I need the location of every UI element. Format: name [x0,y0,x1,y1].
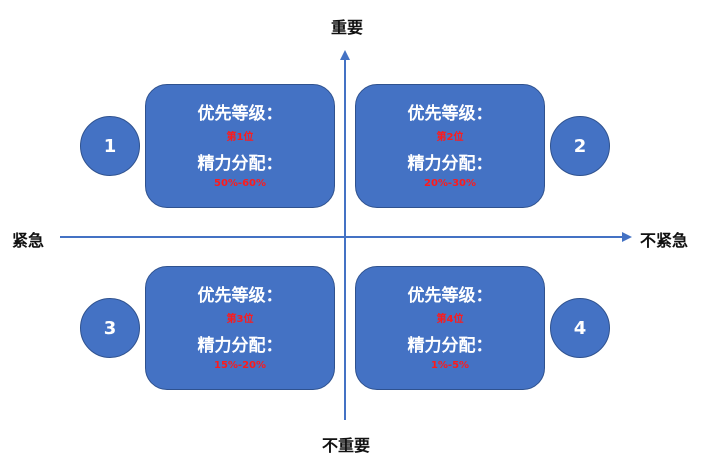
allocation-label: 精力分配： [407,154,493,174]
quadrant-3-badge: 3 [80,298,140,358]
quadrant-2-badge: 2 [550,116,610,176]
quadrant-4-box: 优先等级： 第4位 精力分配： 1%-5% [355,266,545,390]
quadrant-1-box: 优先等级： 第1位 精力分配： 50%-60% [145,84,335,208]
allocation-label: 精力分配： [197,336,283,356]
axis-label-not-urgent: 不紧急 [640,231,689,250]
priority-label: 优先等级： [197,104,283,124]
allocation-value: 50%-60% [213,178,267,189]
priority-value: 第2位 [436,132,464,143]
axis-label-not-important: 不重要 [322,436,371,455]
quadrant-1-badge: 1 [80,116,140,176]
allocation-label: 精力分配： [407,336,493,356]
quadrant-4-badge: 4 [550,298,610,358]
priority-value: 第4位 [436,314,464,325]
allocation-label: 精力分配： [197,154,283,174]
priority-label: 优先等级： [407,286,493,306]
priority-value: 第1位 [226,132,254,143]
allocation-value: 20%-30% [423,178,477,189]
quadrant-3-box: 优先等级： 第3位 精力分配： 15%-20% [145,266,335,390]
priority-value: 第3位 [226,314,254,325]
quadrant-2-box: 优先等级： 第2位 精力分配： 20%-30% [355,84,545,208]
axis-label-urgent: 紧急 [12,231,45,250]
allocation-value: 15%-20% [213,360,267,371]
allocation-value: 1%-5% [430,360,470,371]
axis-label-important: 重要 [331,18,364,37]
priority-label: 优先等级： [197,286,283,306]
priority-label: 优先等级： [407,104,493,124]
